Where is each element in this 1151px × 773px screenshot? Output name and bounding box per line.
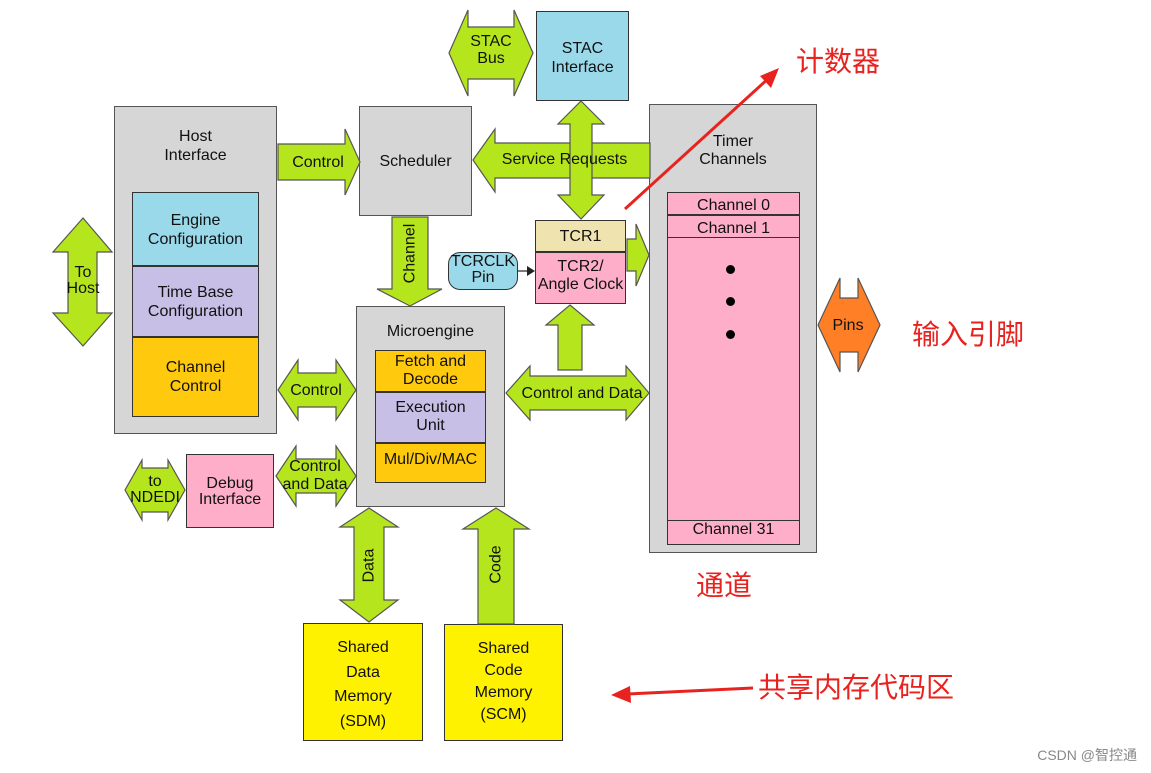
stac-interface-block	[536, 11, 629, 101]
pins-label: Pins	[832, 317, 864, 334]
channel-0-row	[667, 192, 800, 215]
tcr2-vertical-arrow	[544, 304, 596, 371]
sdm-block	[303, 623, 423, 741]
control-data-debug-label: Control and Data	[282, 458, 348, 493]
control-scheduler-label: Control	[292, 154, 344, 171]
tcr1-block	[535, 220, 626, 252]
to-ndedi-arrow	[124, 457, 186, 523]
control-data-debug-arrow	[275, 444, 357, 508]
control-micro-label: Control	[290, 382, 342, 399]
service-requests-arrow	[472, 127, 651, 194]
tcrclk-pin-block	[448, 252, 518, 290]
stac-tcr1-arrow	[556, 100, 606, 220]
mul-div-mac-block	[375, 443, 486, 483]
stac-bus-label: STAC Bus	[470, 33, 512, 67]
channel-control-block	[132, 337, 259, 417]
ellipsis-dot	[726, 330, 735, 339]
to-host-label: To Host	[66, 264, 100, 297]
input-pins-annotation: 输入引脚	[912, 318, 1025, 351]
stac-interface-label: STAC Interface	[551, 40, 614, 76]
to-ndedi-label: to NDEDI	[130, 473, 180, 506]
tcr2-block	[535, 252, 626, 304]
data-arrow-label: Data	[360, 548, 378, 583]
control-scheduler-arrow	[277, 128, 361, 196]
debug-interface-label: Debug Interface	[198, 475, 262, 508]
data-arrow	[337, 507, 401, 623]
ellipsis-dot	[726, 297, 735, 306]
channel-31-label: Channel 31	[692, 521, 775, 538]
control-data-timer-label: Control and Data	[521, 385, 643, 402]
microengine-title: Microengine	[386, 323, 475, 340]
scheduler-label: Scheduler	[379, 153, 452, 170]
time-base-configuration-block	[132, 266, 259, 337]
channel-arrow-label: Channel	[401, 223, 419, 284]
scm-label: Shared Code Memory (SCM)	[474, 640, 533, 723]
control-micro-arrow	[277, 358, 357, 422]
sdm-label: Shared Data Memory (SDM)	[334, 639, 392, 730]
to-host-arrow	[51, 217, 114, 347]
execution-unit-label: Execution Unit	[395, 399, 466, 434]
code-arrow	[460, 507, 532, 625]
mul-div-mac-label: Mul/Div/MAC	[383, 451, 478, 468]
control-data-arrow	[505, 364, 650, 422]
engine-configuration-block	[132, 192, 259, 266]
tcr1-label: TCR1	[559, 228, 602, 245]
execution-unit-block	[375, 392, 486, 443]
channel-stack	[667, 192, 800, 545]
channel-arrow	[376, 216, 443, 307]
timer-channels-title: Timer Channels	[699, 133, 767, 168]
stac-bus-arrow	[448, 9, 534, 97]
engine-configuration-label: Engine Configuration	[147, 212, 244, 248]
counter-annotation: 计数器	[796, 45, 881, 78]
scm-block	[444, 624, 563, 741]
tcr2-label: TCR2/ Angle Clock	[537, 258, 624, 293]
channel-0-label: Channel 0	[697, 197, 770, 214]
shared-memory-annotation: 共享内存代码区	[758, 671, 955, 704]
pins-arrow	[817, 277, 881, 373]
channel-1-label: Channel 1	[697, 220, 770, 237]
time-base-configuration-label: Time Base Configuration	[147, 284, 244, 320]
tcr-timer-arrow	[626, 223, 650, 287]
debug-interface-block	[186, 454, 274, 528]
tcrclk-pin-label: TCRCLK Pin	[450, 253, 515, 286]
fetch-decode-block	[375, 350, 486, 392]
channel-annotation: 通道	[696, 569, 753, 602]
watermark: CSDN @智控通	[1037, 747, 1137, 763]
host-interface-title: Host Interface	[164, 128, 227, 164]
channel-31-row	[667, 520, 800, 545]
channel-control-label: Channel Control	[165, 359, 226, 395]
service-requests-label: Service Requests	[501, 151, 628, 168]
ellipsis-dot	[726, 265, 735, 274]
code-arrow-label: Code	[487, 545, 505, 584]
channel-1-row	[667, 215, 800, 238]
fetch-decode-label: Fetch and Decode	[394, 353, 467, 388]
